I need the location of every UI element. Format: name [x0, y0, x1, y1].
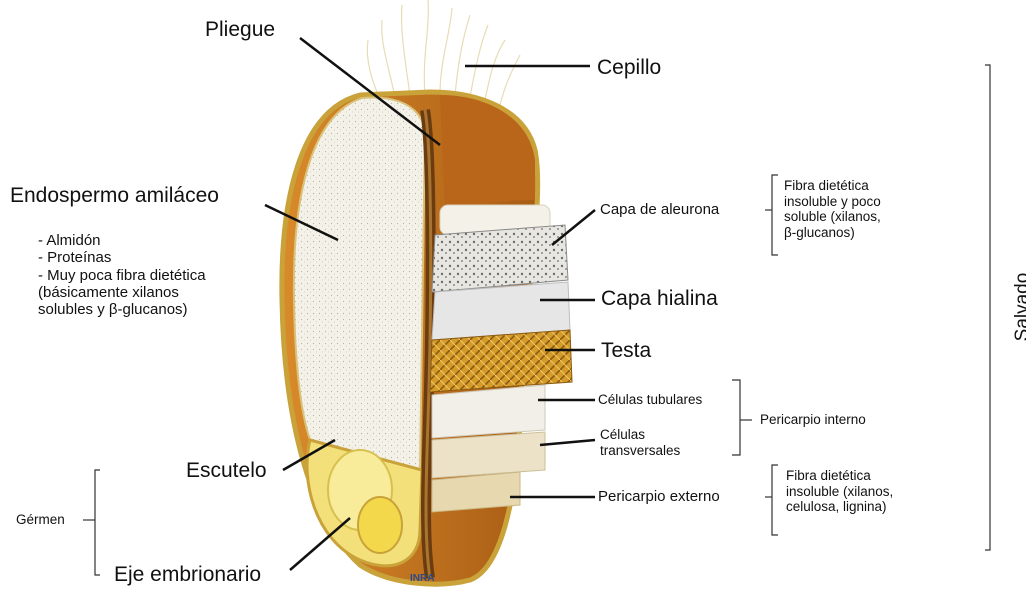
embryonic-axis-shape	[358, 497, 402, 553]
celulas-transversales-1: Células	[600, 427, 680, 443]
label-celulas-tubulares: Células tubulares	[598, 392, 702, 408]
label-eje-embrionario: Eje embrionario	[114, 563, 261, 587]
label-pliegue: Pliegue	[205, 18, 275, 42]
brush-hairs	[367, 0, 520, 105]
aleurona-note-2: insoluble y poco	[784, 194, 881, 210]
aleurona-note-3: soluble (xilanos,	[784, 209, 881, 225]
endosperm-region	[294, 97, 425, 470]
label-germen: Gérmen	[16, 512, 65, 528]
bran-top	[440, 95, 535, 210]
label-salvado: Salvado	[1012, 262, 1026, 352]
label-testa: Testa	[601, 339, 651, 363]
aleurona-note-4: β-glucanos)	[784, 225, 881, 241]
label-pericarpio-externo: Pericarpio externo	[598, 488, 720, 505]
label-escutelo: Escutelo	[186, 459, 267, 483]
pericarpio-note: Fibra dietética insoluble (xilanos, celu…	[786, 468, 893, 515]
endospermo-items: - Almidón - Proteínas - Muy poca fibra d…	[38, 232, 206, 318]
label-capa-aleurona: Capa de aleurona	[600, 201, 719, 218]
label-celulas-transversales: Células transversales	[600, 427, 680, 458]
endospermo-item-2: - Proteínas	[38, 249, 206, 266]
label-cepillo: Cepillo	[597, 56, 661, 80]
pericarpio-note-1: Fibra dietética	[786, 468, 893, 484]
endospermo-item-4: (básicamente xilanos	[38, 284, 206, 301]
celulas-transversales-2: transversales	[600, 443, 680, 459]
label-endospermo: Endospermo amiláceo	[10, 184, 219, 208]
bran-layers	[430, 205, 572, 512]
endospermo-item-3: - Muy poca fibra dietética	[38, 267, 206, 284]
credit-mark: INRA	[410, 573, 434, 584]
aleurona-note-1: Fibra dietética	[784, 178, 881, 194]
endospermo-item-1: - Almidón	[38, 232, 206, 249]
pericarpio-note-2: insoluble (xilanos,	[786, 484, 893, 500]
endospermo-item-5: solubles y β-glucanos)	[38, 301, 206, 318]
pericarpio-note-3: celulosa, lignina)	[786, 499, 893, 515]
label-capa-hialina: Capa hialina	[601, 287, 718, 311]
aleurona-note: Fibra dietética insoluble y poco soluble…	[784, 178, 881, 240]
label-pericarpio-interno: Pericarpio interno	[760, 412, 866, 428]
